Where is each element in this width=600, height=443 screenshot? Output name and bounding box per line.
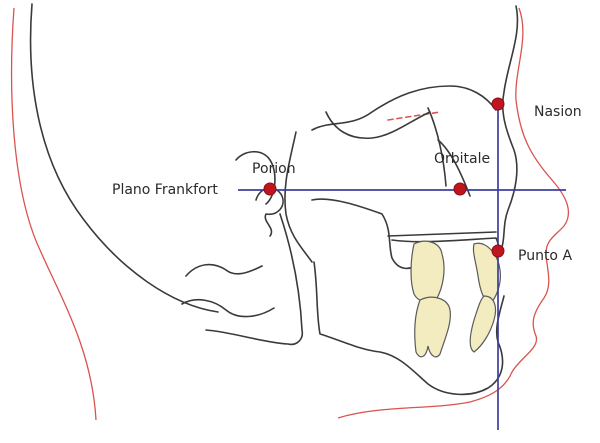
maxilla-outline — [312, 199, 496, 268]
lower-molar-tooth — [415, 297, 451, 357]
orbitale-label: Orbitale — [434, 151, 490, 167]
teeth — [411, 241, 500, 357]
soft-tissue-outline — [12, 8, 569, 420]
sphenoid-outline — [312, 86, 496, 130]
nasion-label: Nasion — [534, 104, 582, 120]
condyle-outline — [182, 265, 274, 317]
ramus-outline — [206, 214, 302, 344]
frankfort-plane-label: Plano Frankfort — [112, 182, 218, 198]
lower-incisor-tooth — [470, 296, 495, 352]
punto-a-point — [492, 245, 504, 257]
frontal-bone-outline — [500, 6, 517, 252]
mastoid-outline — [236, 152, 275, 204]
soft-tissue-skull-back — [12, 8, 96, 420]
nasion-point — [492, 98, 504, 110]
porion-point — [264, 183, 276, 195]
cranium-outline — [31, 4, 218, 312]
orbitale-point — [454, 183, 466, 195]
upper-molar-tooth — [411, 241, 444, 302]
porion-label: Porion — [252, 161, 296, 177]
punto-a-label: Punto A — [518, 248, 572, 264]
soft-tissue-face-profile — [338, 8, 568, 418]
